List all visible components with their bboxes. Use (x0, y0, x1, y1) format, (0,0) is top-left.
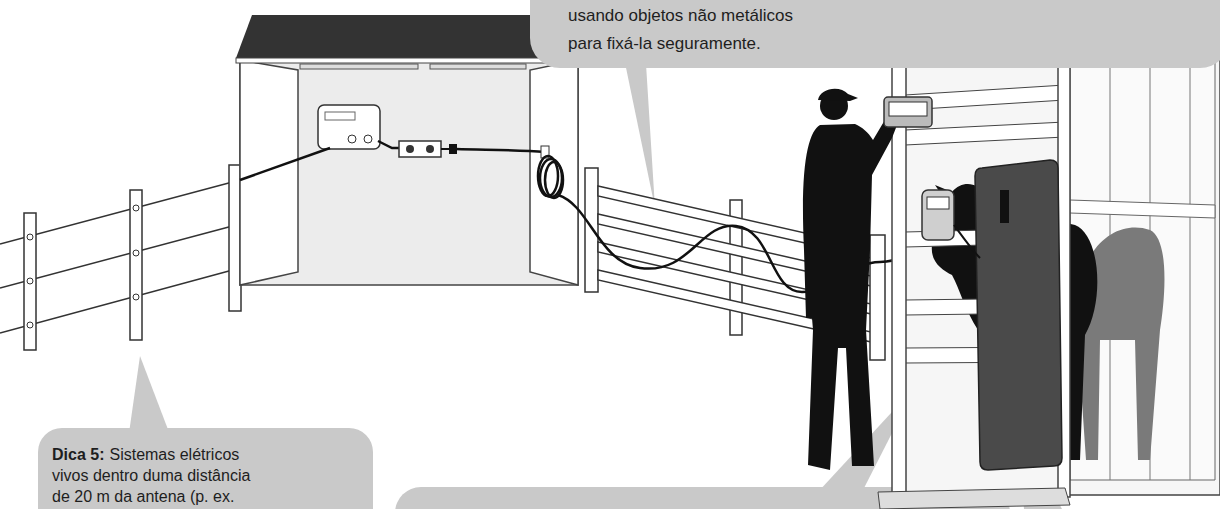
energizer-terminal (348, 135, 356, 143)
callout-bubble: Dica 5:Sistemas elétricos vivos dentro d… (38, 428, 373, 509)
crate-frame (905, 22, 1220, 500)
callout-text-block: usando objetos não metálicos para fixá-l… (568, 2, 830, 58)
light-tube (300, 64, 418, 69)
person-silhouette (803, 113, 899, 470)
crate-base (878, 488, 1070, 509)
insulator (133, 294, 139, 300)
fence-energizer (318, 105, 380, 149)
light-tube (430, 64, 526, 69)
fence-post (24, 213, 36, 350)
insulator (27, 278, 33, 284)
callout-heading: Dica 5: (52, 446, 104, 463)
reader-cable (558, 195, 928, 292)
outlet-socket (406, 145, 414, 153)
energizer-terminal (364, 135, 372, 143)
callout-text: usando objetos não metálicos para fixá-l… (568, 6, 793, 53)
fence-post (229, 165, 241, 311)
insulator (133, 205, 139, 211)
rfid-reader (922, 190, 954, 240)
reader-screen (927, 197, 949, 209)
antenna-connector (1000, 190, 1009, 223)
callout-text-block: Dica 5:Sistemas elétricos vivos dentro d… (52, 444, 270, 507)
fence-lead (240, 148, 330, 180)
display-screen (889, 102, 927, 116)
crate-rail (1070, 200, 1215, 218)
outlet-socket (426, 145, 434, 153)
roof-eave (236, 58, 582, 63)
shed-side-wall (240, 60, 298, 285)
shed-back-wall (240, 60, 578, 285)
panel-antenna (975, 160, 1062, 470)
antenna-cable (954, 225, 980, 258)
plug (441, 145, 456, 153)
insulator (133, 250, 139, 256)
cable-coil (545, 162, 563, 198)
energizer-panel (325, 112, 355, 120)
callout-bubble: usando objetos não metálicos para fixá-l… (530, 0, 1220, 68)
insulator (27, 234, 33, 240)
power-cord (378, 141, 399, 148)
crate-bar (1190, 44, 1191, 480)
cap (818, 89, 858, 101)
fence-post (130, 190, 142, 340)
insulator (27, 322, 33, 328)
power-outlet (399, 141, 441, 157)
extension-cord (456, 149, 545, 152)
cable-coil (540, 159, 562, 197)
gate-post (870, 235, 885, 360)
shed-side-wall (530, 60, 578, 285)
handheld-display (884, 97, 932, 127)
gate-post (585, 168, 598, 292)
